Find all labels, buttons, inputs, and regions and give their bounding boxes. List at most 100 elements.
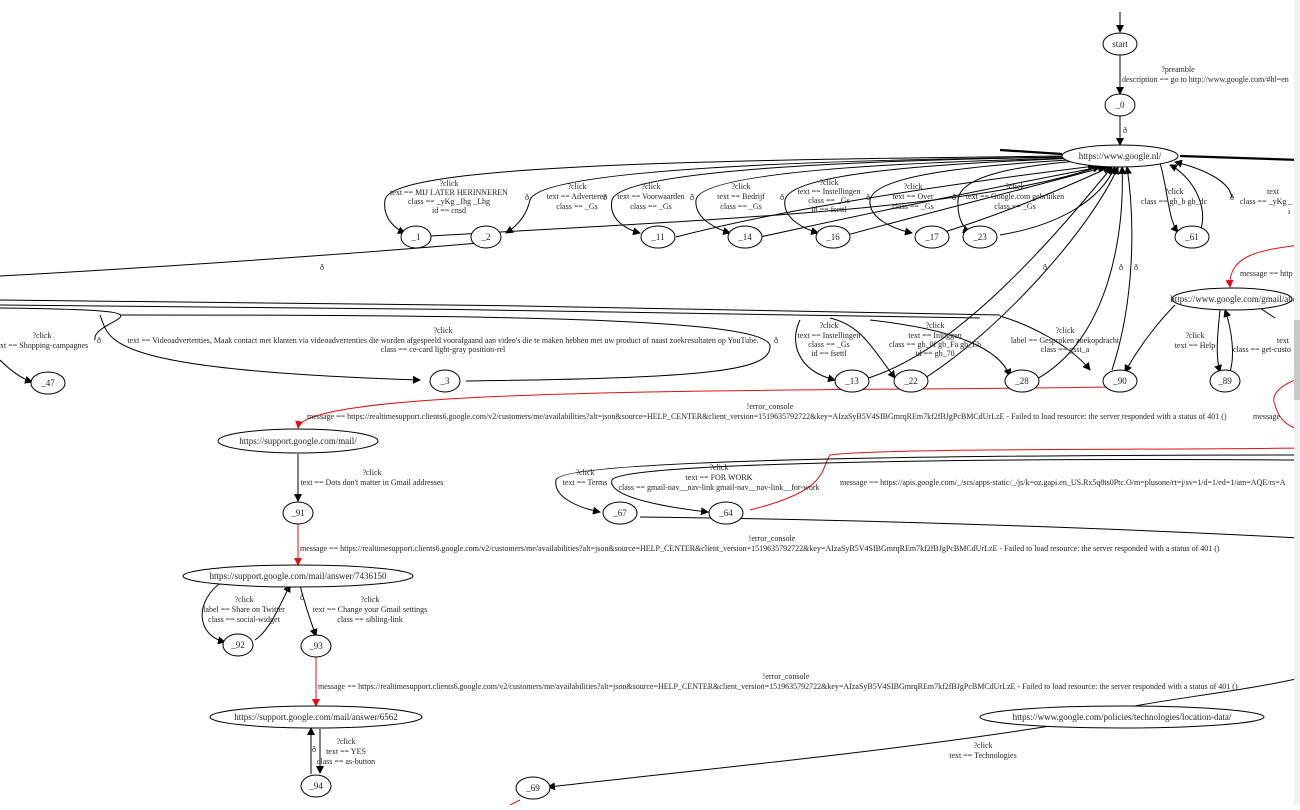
node-69[interactable]: _69	[515, 776, 551, 800]
svg-text:class == gsst_a: class == gsst_a	[1041, 345, 1090, 354]
svg-text:_47: _47	[40, 378, 55, 388]
svg-text:_13: _13	[844, 376, 859, 386]
label-eps: ð	[866, 193, 870, 202]
svg-text:?click: ?click	[360, 595, 379, 604]
node-23[interactable]: _23	[962, 225, 998, 249]
svg-text:?click: ?click	[362, 468, 381, 477]
svg-text:?click: ?click	[709, 463, 728, 472]
label-eps: ð	[952, 193, 956, 202]
svg-text:?click: ?click	[1185, 331, 1204, 340]
node-91[interactable]: _91	[282, 501, 314, 525]
svg-text:text == Help: text == Help	[1175, 341, 1216, 350]
node-93[interactable]: _93	[300, 634, 332, 658]
node-answer-6562[interactable]: https://support.google.com/mail/answer/6…	[209, 705, 423, 729]
svg-text:_92: _92	[230, 640, 245, 650]
svg-text:?click: ?click	[1055, 326, 1074, 335]
svg-text:https://www.google.com/policie: https://www.google.com/policies/technolo…	[1013, 712, 1232, 722]
node-answer-7436150[interactable]: https://support.google.com/mail/answer/7…	[182, 564, 414, 588]
svg-text:!error_console: !error_console	[747, 402, 794, 411]
node-92[interactable]: _92	[222, 633, 254, 657]
svg-text:_3: _3	[440, 376, 451, 386]
node-13[interactable]: _13	[834, 369, 870, 393]
label-e90: ?click text == Help	[1175, 331, 1216, 350]
svg-text:https://support.google.com/mai: https://support.google.com/mail/answer/7…	[210, 571, 387, 581]
label-eps: ð	[300, 593, 304, 602]
node-89[interactable]: _89	[1209, 369, 1241, 393]
node-67[interactable]: _67	[602, 501, 638, 525]
node-16[interactable]: _16	[815, 225, 851, 249]
svg-text:?click: ?click	[731, 182, 750, 191]
svg-text:https://support.google.com/mai: https://support.google.com/mail/answer/6…	[234, 712, 397, 722]
svg-text:start: start	[1112, 39, 1128, 49]
label-eps: ð	[320, 263, 324, 272]
svg-text:class == ce-card light-gray po: class == ce-card light-gray position-rel	[381, 345, 506, 354]
svg-text:?click: ?click	[925, 321, 944, 330]
node-3[interactable]: _3	[429, 369, 461, 393]
svg-text:?click: ?click	[575, 468, 594, 477]
svg-text:text: text	[1267, 187, 1280, 196]
node-22[interactable]: _22	[893, 369, 929, 393]
svg-text:?click: ?click	[439, 179, 458, 188]
svg-text:?click: ?click	[1164, 187, 1183, 196]
label-e94: ?click text == YES class == as-button	[317, 737, 375, 766]
svg-text:text == Adverteren: text == Adverteren	[547, 192, 608, 201]
svg-text:?click: ?click	[336, 737, 355, 746]
svg-text:_94: _94	[308, 781, 323, 791]
svg-text:text == Over: text == Over	[892, 192, 933, 201]
node-support-mail[interactable]: https://support.google.com/mail/	[217, 428, 379, 454]
svg-text:?click: ?click	[973, 741, 992, 750]
svg-text:id == gb_70: id == gb_70	[915, 349, 954, 358]
node-94[interactable]: _94	[300, 774, 332, 798]
node-47[interactable]: _47	[30, 371, 66, 395]
svg-text:?click: ?click	[641, 182, 660, 191]
label-eps: ð	[774, 336, 778, 345]
svg-text:_67: _67	[612, 508, 627, 518]
svg-text:!error_console: !error_console	[749, 534, 796, 543]
svg-text:_16: _16	[825, 232, 840, 242]
node-61[interactable]: _61	[1174, 225, 1210, 249]
svg-text:class == _yKg _: class == _yKg _	[1240, 197, 1293, 206]
edge-labels: ?preamble description == go to http://ww…	[0, 65, 1293, 766]
svg-text:class == gb_b gb_dc: class == gb_b gb_dc	[1141, 197, 1208, 206]
svg-text:_11: _11	[650, 232, 664, 242]
vertical-scrollbar[interactable]	[1294, 0, 1300, 805]
svg-text:class == social-widget: class == social-widget	[208, 615, 280, 624]
svg-text:_0: _0	[1115, 100, 1126, 110]
svg-text:class == as-button: class == as-button	[317, 757, 375, 766]
label-e89: text class == get-custo	[1233, 336, 1291, 354]
node-90[interactable]: _90	[1102, 369, 1138, 393]
svg-text:_90: _90	[1112, 376, 1127, 386]
node-1[interactable]: _1	[400, 225, 432, 249]
svg-text:class == _Gs: class == _Gs	[556, 202, 597, 211]
svg-text:class == _Gs: class == _Gs	[892, 202, 933, 211]
node-0[interactable]: _0	[1104, 93, 1136, 117]
svg-text:?preamble: ?preamble	[1161, 65, 1195, 74]
node-11[interactable]: _11	[640, 225, 676, 249]
svg-text:text: text	[1277, 336, 1290, 345]
svg-text:class == _Gs: class == _Gs	[808, 196, 849, 205]
node-28[interactable]: _28	[1004, 369, 1040, 393]
node-2[interactable]: _2	[470, 225, 502, 249]
label-eps: ð	[1230, 193, 1234, 202]
label-e69: ?click text == Technologies	[949, 741, 1016, 760]
node-location-data[interactable]: https://www.google.com/policies/technolo…	[979, 705, 1265, 729]
node-14[interactable]: _14	[727, 225, 763, 249]
svg-text:?click: ?click	[234, 595, 253, 604]
node-17[interactable]: _17	[914, 225, 950, 249]
scrollbar-thumb[interactable]	[1294, 320, 1300, 400]
node-gmail-about[interactable]: https://www.google.com/gmail/abou	[1170, 287, 1300, 311]
svg-text:class == _yKg _Ihg _Lhg: class == _yKg _Ihg _Lhg	[408, 197, 490, 206]
svg-text:text == Google.com gebruiken: text == Google.com gebruiken	[966, 192, 1064, 201]
label-e93: ?click text == Change your Gmail setting…	[313, 595, 428, 624]
svg-text:message == https://realtimesup: message == https://realtimesupport.clien…	[307, 412, 1227, 421]
node-start[interactable]: start	[1102, 32, 1138, 56]
label-e61: ?click class == gb_b gb_dc	[1141, 187, 1208, 206]
label-eps: ð	[97, 336, 101, 345]
node-64[interactable]: _64	[708, 501, 744, 525]
svg-text:_23: _23	[972, 232, 987, 242]
label-e16a: ?click text == Bedrijf class == _Gs	[717, 182, 765, 211]
label-e17: ?click text == Over class == _Gs	[892, 182, 934, 211]
node-google-nl[interactable]: https://www.google.nl/	[1061, 144, 1179, 168]
svg-text:i: i	[1288, 207, 1291, 216]
label-e13: ?click text == Instellingen class == _Gs…	[798, 321, 861, 358]
